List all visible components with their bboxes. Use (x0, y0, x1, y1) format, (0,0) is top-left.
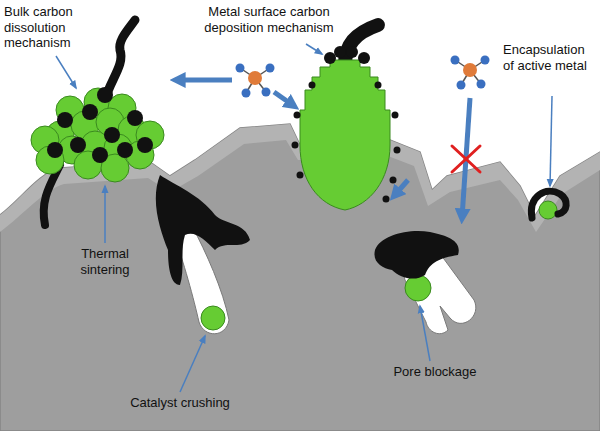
blocked-mark (452, 146, 480, 172)
carbon-filament (345, 25, 378, 65)
hydrogen-atom (451, 56, 460, 65)
leader-line (56, 56, 76, 88)
process-arrows (176, 80, 470, 218)
carbon-center (463, 63, 477, 77)
carbon-atom (358, 52, 370, 64)
hydrogen-atom (481, 56, 490, 65)
callout-label: Catalyst crushing (110, 395, 250, 411)
metal-particle (300, 60, 390, 210)
methane-molecule (451, 56, 490, 90)
carbon-atom (346, 46, 358, 58)
leader-line (180, 336, 205, 392)
carbon-deposit (374, 231, 458, 279)
carbon-atom (375, 82, 382, 89)
leader-line (104, 186, 106, 243)
carbon-atom (294, 112, 301, 119)
carbon-atom (297, 172, 304, 179)
process-arrow (274, 92, 294, 106)
carbon-atom (82, 104, 98, 120)
hydrogen-atom (242, 89, 251, 98)
carbon-atom (127, 110, 143, 126)
process-arrow (176, 78, 232, 83)
callout-label: Pore blockage (380, 364, 490, 380)
carbon-atom (47, 142, 63, 158)
methane-molecule (236, 64, 275, 98)
leader-lines (56, 44, 552, 392)
sintered-cluster (31, 88, 164, 182)
leader-line (550, 96, 552, 186)
carbon-atom (137, 137, 153, 153)
callout-label: Metal surface carbon deposition mechanis… (196, 4, 342, 35)
carbon-atom (324, 52, 336, 64)
carbon-atom (292, 142, 299, 149)
carbon-atom (392, 112, 399, 119)
callout-label: Bulk carbon dissolution mechanism (4, 4, 108, 51)
carbon-atom (117, 142, 133, 158)
carbon-shell (531, 191, 566, 218)
metal-particle (539, 201, 557, 219)
carbon-atom (97, 87, 113, 103)
metal-particle (201, 306, 225, 330)
hydrogen-atom (262, 88, 271, 97)
carbon-deposit (156, 175, 250, 285)
metal-surface-particle (292, 25, 401, 210)
hydrogen-atom (236, 64, 245, 73)
process-arrow (394, 180, 408, 196)
sintered-cluster (31, 20, 164, 225)
carbon-atom (57, 112, 73, 128)
leader-line (306, 44, 322, 54)
blocked-mark (452, 146, 480, 172)
sintered-cluster (47, 87, 153, 163)
carbon-atom (309, 82, 316, 89)
blocked-mark (452, 146, 480, 172)
callout-label: Thermal sintering (55, 246, 155, 277)
leader-line (420, 306, 430, 361)
hydrogen-atom (266, 64, 275, 73)
metal-particle (405, 275, 431, 301)
carbon-atom (383, 196, 390, 203)
carbon-atom (70, 137, 86, 153)
carbon-atom (334, 46, 346, 58)
carbon-filament (105, 20, 135, 100)
callout-label: Encapsulation of active metal (503, 42, 597, 73)
carbon-atom (92, 147, 108, 163)
carbon-center (248, 71, 262, 85)
hydrogen-atom (477, 80, 486, 89)
carbon-atom (104, 127, 120, 143)
hydrogen-atom (457, 81, 466, 90)
catalyst-support (0, 124, 600, 431)
carbon-atom (390, 177, 397, 184)
metal-surface-particle (292, 46, 401, 203)
carbon-atom (394, 147, 401, 154)
